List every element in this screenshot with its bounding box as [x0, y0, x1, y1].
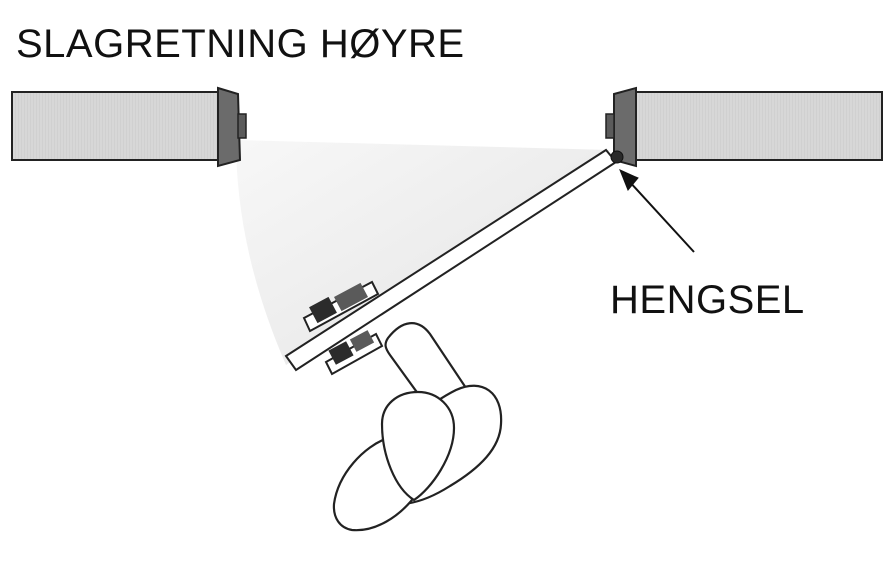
- left-wall-section: [11, 86, 247, 168]
- door-handles: [302, 280, 384, 376]
- person-figure: [332, 322, 503, 532]
- right-wall: [633, 91, 883, 161]
- right-frame-lip: [605, 113, 615, 139]
- hinge-label: HENGSEL: [610, 278, 805, 322]
- right-wall-section: [605, 86, 883, 168]
- door-leaf-group: [284, 148, 624, 372]
- hinge-callout-arrow: [619, 169, 695, 253]
- left-door-frame: [217, 86, 242, 168]
- door-handle-upper: [302, 280, 380, 333]
- door-handle-lower: [324, 330, 384, 376]
- person-head: [380, 390, 456, 502]
- page-title: SLAGRETNING HØYRE: [16, 22, 465, 66]
- left-wall: [11, 91, 225, 161]
- hinge-point: [610, 150, 624, 164]
- left-frame-lip: [237, 113, 247, 139]
